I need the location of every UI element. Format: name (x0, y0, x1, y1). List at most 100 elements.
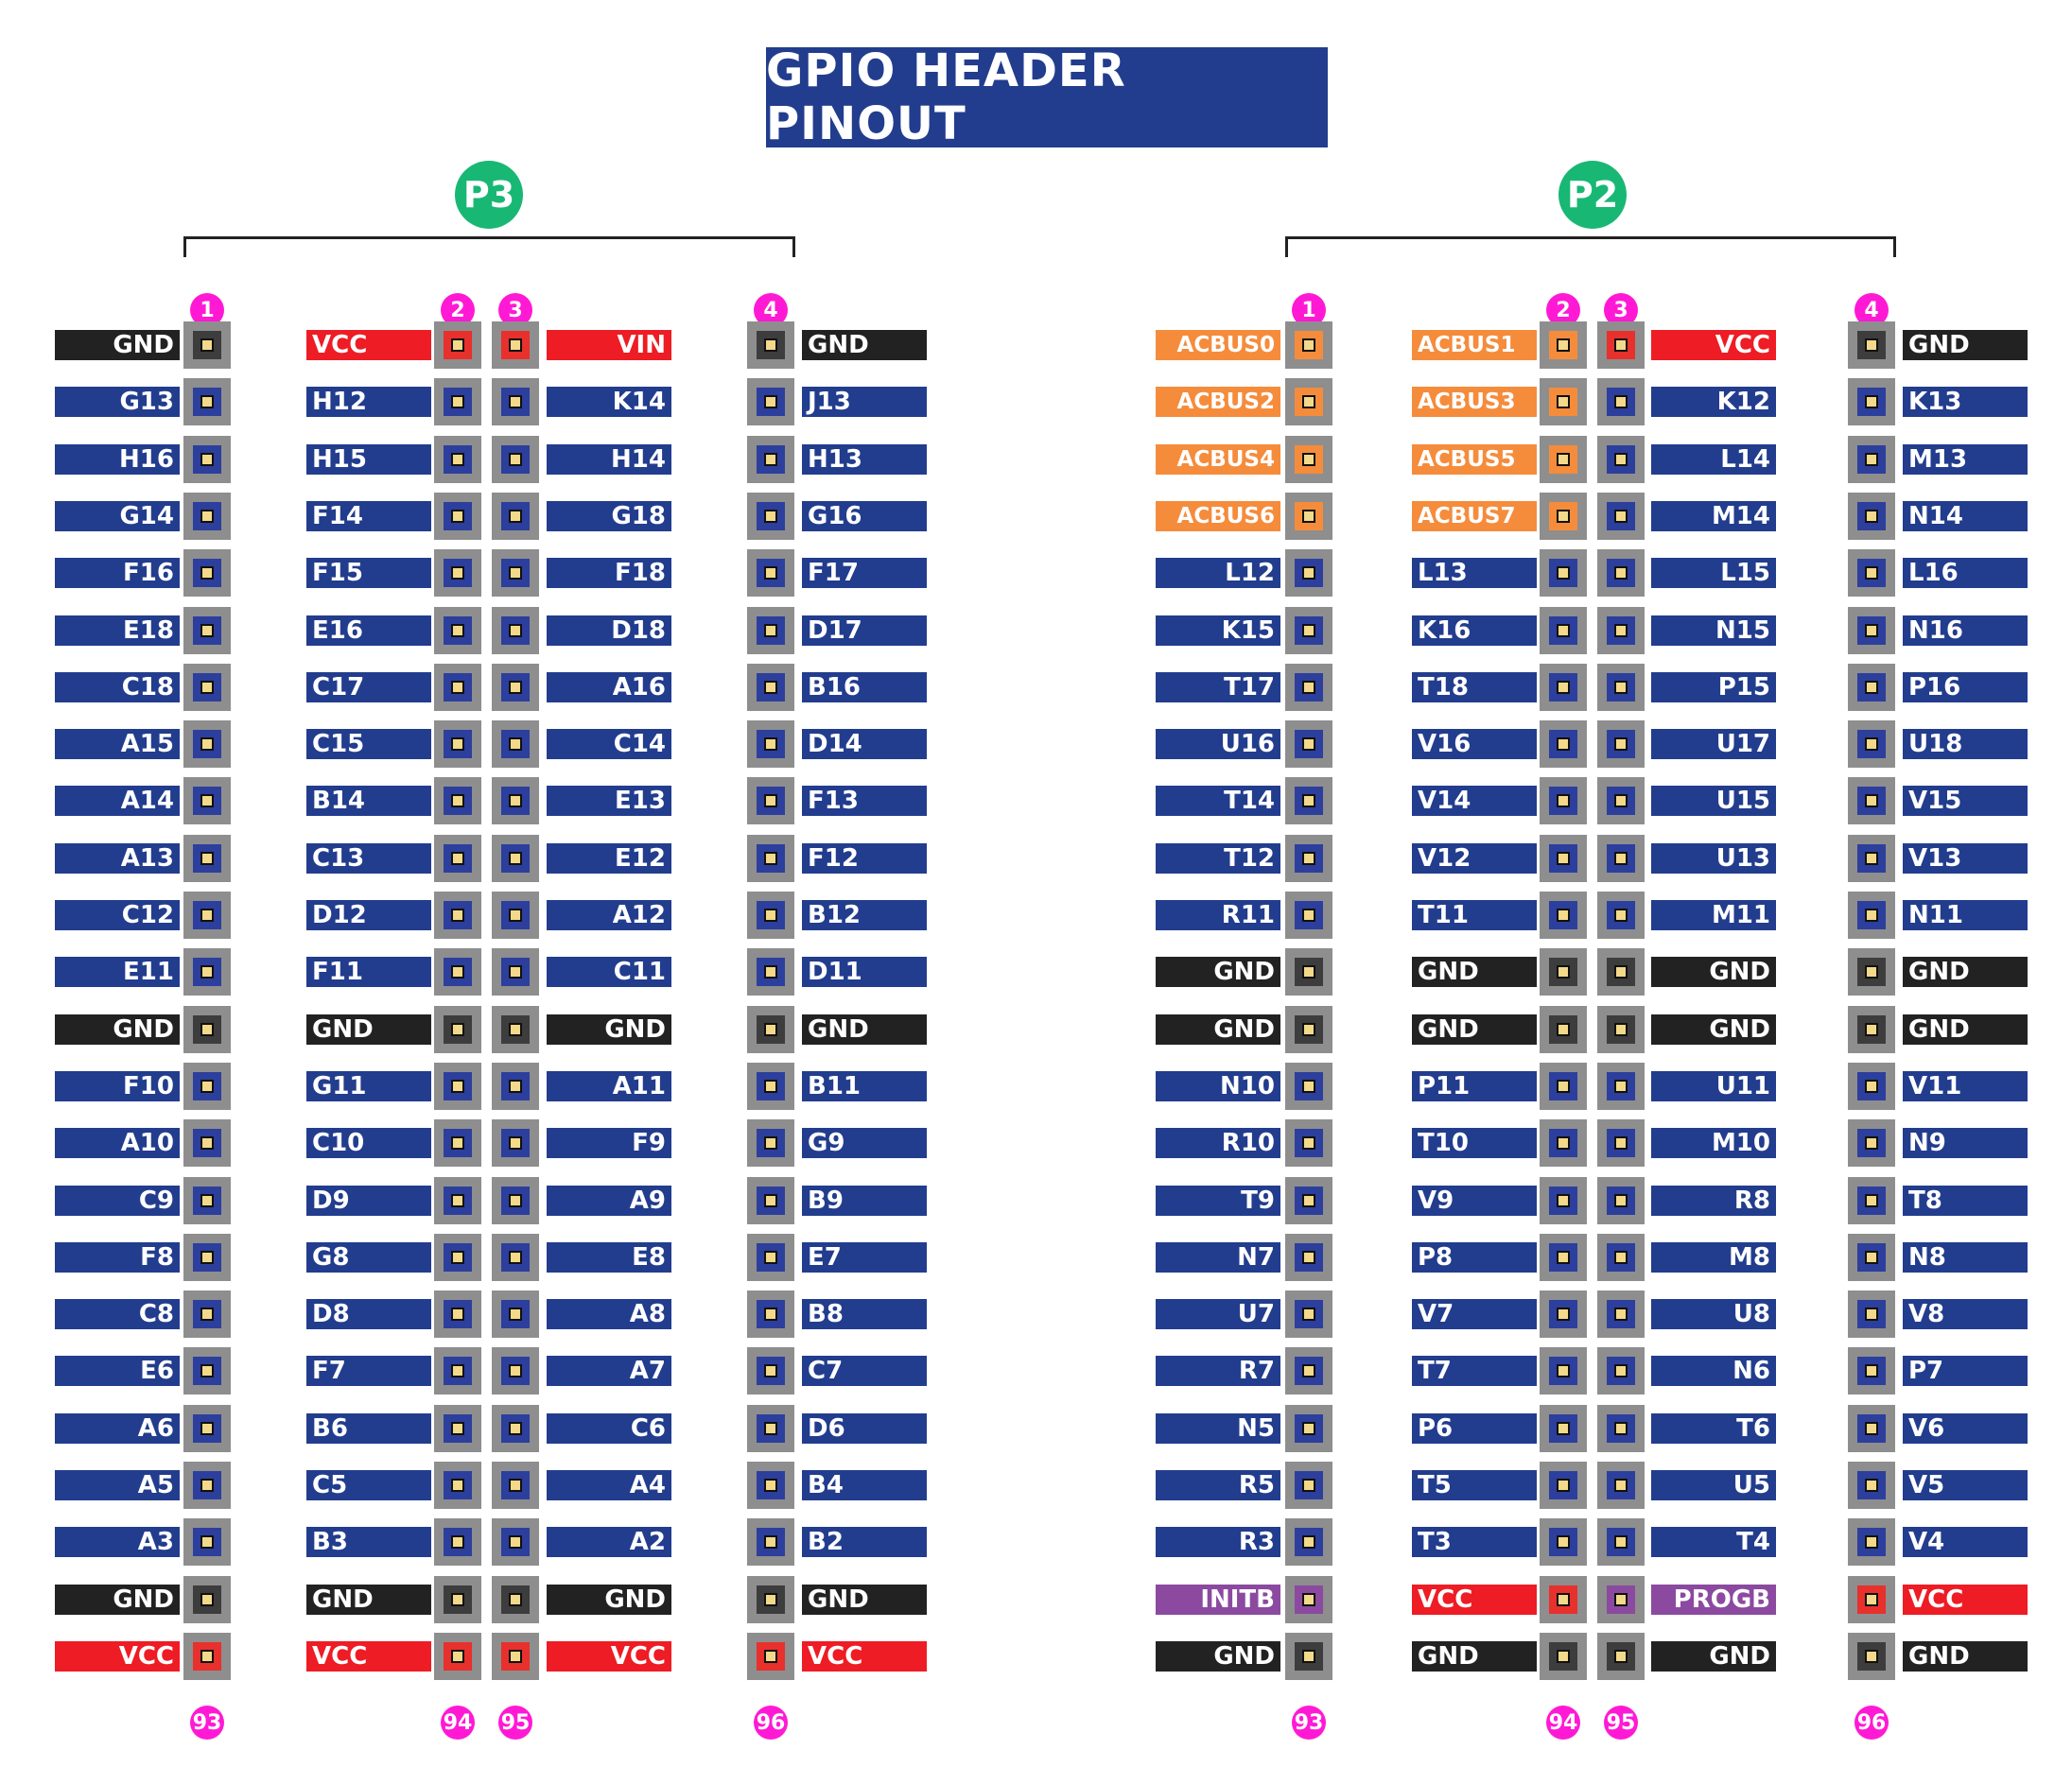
pin-label: N9 (1903, 1128, 2028, 1159)
pin-hole (509, 1250, 522, 1264)
pin-hole (509, 1079, 522, 1093)
header-pin (183, 1575, 231, 1623)
header-pin (1540, 663, 1587, 711)
pin-hole (1614, 1535, 1628, 1550)
pin-hole (509, 909, 522, 922)
pin-label: GND (1651, 1013, 1776, 1045)
header-pin (1540, 1233, 1587, 1281)
header-pin (434, 549, 481, 598)
header-pin (1597, 1005, 1645, 1053)
header-pin (183, 321, 231, 369)
header-pin (747, 321, 794, 369)
header-pin (1285, 1291, 1332, 1339)
pin-label: A15 (55, 729, 180, 760)
pin-label: M10 (1651, 1128, 1776, 1159)
pin-hole (1557, 1592, 1570, 1606)
pin-hole (509, 1479, 522, 1492)
header-pin (747, 892, 794, 939)
pin-label: G9 (802, 1128, 927, 1159)
header-pin (492, 492, 539, 540)
header-pin (1285, 1632, 1332, 1680)
header-pin (1597, 321, 1645, 369)
pin-hole (1614, 566, 1628, 580)
header-pin (1597, 1119, 1645, 1168)
header-pin (492, 1119, 539, 1168)
pin-hole (1302, 794, 1315, 808)
header-pin (1540, 1176, 1587, 1224)
header-pin (1540, 1291, 1587, 1339)
pin-number-bottom: 94 (441, 1706, 475, 1740)
pin-number-bottom: 94 (1546, 1706, 1580, 1740)
header-pin (1597, 492, 1645, 540)
header-pin (1285, 606, 1332, 654)
header-pin (1848, 720, 1895, 769)
pin-label: C11 (547, 957, 671, 988)
pin-hole (509, 452, 522, 466)
pin-label: C17 (306, 671, 431, 702)
pin-label: VIN (547, 330, 671, 360)
pin-label: D11 (802, 957, 927, 988)
header-pin (183, 948, 231, 996)
pin-hole (1557, 338, 1570, 352)
pin-hole (1302, 1079, 1315, 1093)
pin-hole (1302, 1136, 1315, 1151)
header-pin (1597, 1632, 1645, 1680)
pin-label: T7 (1412, 1356, 1537, 1387)
pin-hole (200, 680, 214, 694)
header-pin (1540, 1005, 1587, 1053)
pin-label: M14 (1651, 500, 1776, 531)
pin-label: ACBUS4 (1156, 443, 1280, 475)
pin-hole (764, 680, 777, 694)
pin-hole (764, 794, 777, 808)
pin-label: H13 (802, 443, 927, 475)
pin-label: F9 (547, 1128, 671, 1159)
header-pin (1597, 1062, 1645, 1110)
pin-hole (451, 1250, 464, 1264)
pin-label: P11 (1412, 1070, 1537, 1101)
header-pin (1597, 549, 1645, 598)
pin-label: G18 (547, 500, 671, 531)
header-pin (1540, 1518, 1587, 1567)
header-pin (183, 663, 231, 711)
pin-label: ACBUS3 (1412, 387, 1537, 418)
pin-hole (451, 1022, 464, 1036)
pin-number-bottom: 95 (498, 1706, 532, 1740)
pin-hole (200, 1649, 214, 1663)
pin-hole (1557, 737, 1570, 752)
pin-hole (451, 338, 464, 352)
header-pin (1848, 1062, 1895, 1110)
pin-hole (200, 1364, 214, 1378)
pin-label: B3 (306, 1527, 431, 1558)
header-pin (1540, 834, 1587, 882)
pin-label: G16 (802, 500, 927, 531)
pin-hole (1557, 680, 1570, 694)
header-pin (1540, 720, 1587, 769)
header-pin (1285, 321, 1332, 369)
pin-hole (764, 909, 777, 922)
pin-label: E13 (547, 786, 671, 817)
pin-label: GND (1156, 1640, 1280, 1672)
header-pin (1848, 1291, 1895, 1339)
pin-label: C5 (306, 1470, 431, 1500)
pin-label: GND (547, 1584, 671, 1615)
header-pin (434, 492, 481, 540)
header-pin (1597, 1575, 1645, 1623)
header-pin (183, 1404, 231, 1452)
pin-hole (1557, 909, 1570, 922)
header-pin (183, 1062, 231, 1110)
pin-hole (200, 509, 214, 523)
pin-hole (1865, 509, 1878, 523)
header-pin (1848, 892, 1895, 939)
header-pin (1848, 378, 1895, 426)
pin-label: T10 (1412, 1128, 1537, 1159)
header-pin (747, 1347, 794, 1395)
pin-label: A13 (55, 842, 180, 874)
header-pin (434, 1462, 481, 1509)
header-pin (434, 1575, 481, 1623)
pin-hole (451, 965, 464, 979)
pin-hole (1557, 623, 1570, 637)
header-pin (1540, 1062, 1587, 1110)
pin-label: E8 (547, 1241, 671, 1273)
header-pin (492, 1575, 539, 1623)
pin-hole (1557, 1535, 1570, 1550)
